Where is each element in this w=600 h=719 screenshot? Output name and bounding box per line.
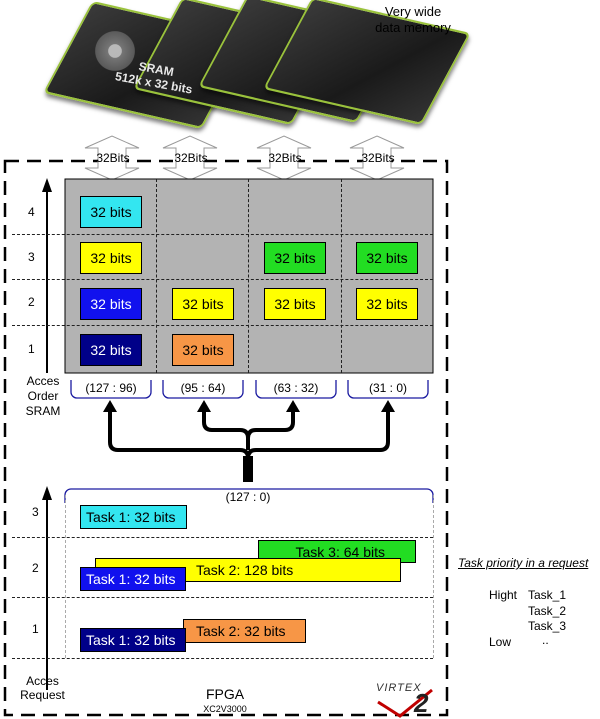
priority-high-label: Hight xyxy=(489,588,518,602)
sram-logo-icon xyxy=(92,28,138,74)
bus-label-1: 32Bits xyxy=(96,151,130,165)
sram-cell-r2-c1: 32 bits xyxy=(80,288,142,320)
sram-cell-text: 32 bits xyxy=(274,296,316,312)
sram-cell-r1-c2: 32 bits xyxy=(172,334,234,366)
priority-low-label: Low xyxy=(489,635,512,649)
priority-task-2: Task_2 xyxy=(528,604,567,618)
sram-cell-text: 32 bits xyxy=(90,342,132,358)
sram-row-1-label: 1 xyxy=(28,342,35,356)
sram-axis-label-line3: SRAM xyxy=(25,404,61,418)
sram-hline-1 xyxy=(12,234,433,235)
sram-cell-text: 32 bits xyxy=(182,342,224,358)
virtex-logo-mark: 2 xyxy=(414,688,429,718)
request-axis-label: Acces Request xyxy=(15,674,70,702)
range-label-1: (127 : 96) xyxy=(85,381,137,395)
sram-vline-3 xyxy=(341,179,342,373)
sram-hline-3 xyxy=(12,325,433,326)
fpga-title: FPGA xyxy=(205,686,245,702)
sram-cell-text: 32 bits xyxy=(274,250,316,266)
sram-cell-text: 32 bits xyxy=(90,296,132,312)
sram-row-4-label: 4 xyxy=(28,205,35,219)
sram-cell-r2-c2: 32 bits xyxy=(172,288,234,320)
sram-row-2-label: 2 xyxy=(28,295,35,309)
sram-cell-r1-c1: 32 bits xyxy=(80,334,142,366)
request-row-1-label: 1 xyxy=(32,622,39,636)
request-hline-1 xyxy=(12,537,433,538)
task-bar-text: Task 1: 32 bits xyxy=(86,571,176,587)
sram-cell-r2-c4: 32 bits xyxy=(356,288,418,320)
range-label-2: (95 : 64) xyxy=(180,381,226,395)
task-bar-text: Task 2: 128 bits xyxy=(196,562,294,578)
sram-axis-label: Acces Order SRAM xyxy=(18,374,68,419)
sram-cell-r3-c1: 32 bits xyxy=(80,242,142,274)
priority-task-more: .. xyxy=(542,633,549,647)
task-bar-text: Task 1: 32 bits xyxy=(86,632,176,648)
bus-label-2: 32Bits xyxy=(174,151,208,165)
sram-cell-r3-c4: 32 bits xyxy=(356,242,418,274)
sram-cell-r2-c3: 32 bits xyxy=(264,288,326,320)
task-bar-text: Task 3: 64 bits xyxy=(295,543,386,560)
sram-cell-r3-c3: 32 bits xyxy=(264,242,326,274)
virtex-logo-text: VIRTEX xyxy=(376,682,422,694)
fpga-model: XC2V3000 xyxy=(203,704,247,714)
sram-axis-label-line2: Order xyxy=(27,389,59,403)
priority-title: Task priority in a request xyxy=(458,556,589,570)
request-hline-2 xyxy=(12,597,433,598)
request-row-2-label: 2 xyxy=(32,561,39,575)
request-row-3-label: 3 xyxy=(32,505,39,519)
sram-cell-text: 32 bits xyxy=(90,250,132,266)
request-right-line xyxy=(433,495,434,658)
top-label: Very wide data memory xyxy=(368,4,458,36)
task-bar-t1-row3: Task 1: 32 bits xyxy=(80,505,187,529)
request-axis-label-line1: Acces xyxy=(26,674,59,688)
sram-cell-r4-c1: 32 bits xyxy=(80,196,142,228)
request-hline-3 xyxy=(12,658,433,659)
sram-cell-text: 32 bits xyxy=(366,250,408,266)
sram-vline-2 xyxy=(248,179,249,373)
merge-range-label: (127 : 0) xyxy=(225,490,271,504)
task-bar-t2-row1: Task 2: 32 bits xyxy=(183,619,306,643)
sram-row-3-label: 3 xyxy=(28,250,35,264)
priority-task-3: Task_3 xyxy=(528,619,567,633)
bus-label-4: 32Bits xyxy=(361,151,395,165)
priority-task-1: Task_1 xyxy=(528,588,567,602)
sram-cell-text: 32 bits xyxy=(366,296,408,312)
request-axis-label-line2: Request xyxy=(20,688,65,702)
task-bar-t3-row2: Task 3: 64 bits xyxy=(258,540,416,563)
range-label-4: (31 : 0) xyxy=(368,381,407,395)
top-label-line2: data memory xyxy=(375,20,451,35)
sram-vline-1 xyxy=(156,179,157,373)
top-label-line1: Very wide xyxy=(384,4,442,19)
sram-cell-text: 32 bits xyxy=(182,296,224,312)
task-bar-t1-row1: Task 1: 32 bits xyxy=(80,628,186,652)
bus-label-3: 32Bits xyxy=(268,151,302,165)
task-bar-text: Task 2: 32 bits xyxy=(196,623,286,639)
sram-hline-2 xyxy=(12,279,433,280)
task-bar-text: Task 1: 32 bits xyxy=(86,509,176,525)
virtex-logo: VIRTEX 2 xyxy=(376,682,444,718)
sram-cell-text: 32 bits xyxy=(90,204,132,220)
task-bar-t1-row2: Task 1: 32 bits xyxy=(80,567,186,591)
request-left-line xyxy=(65,495,66,658)
range-label-3: (63 : 32) xyxy=(273,381,319,395)
sram-axis-label-line1: Acces xyxy=(26,374,60,388)
